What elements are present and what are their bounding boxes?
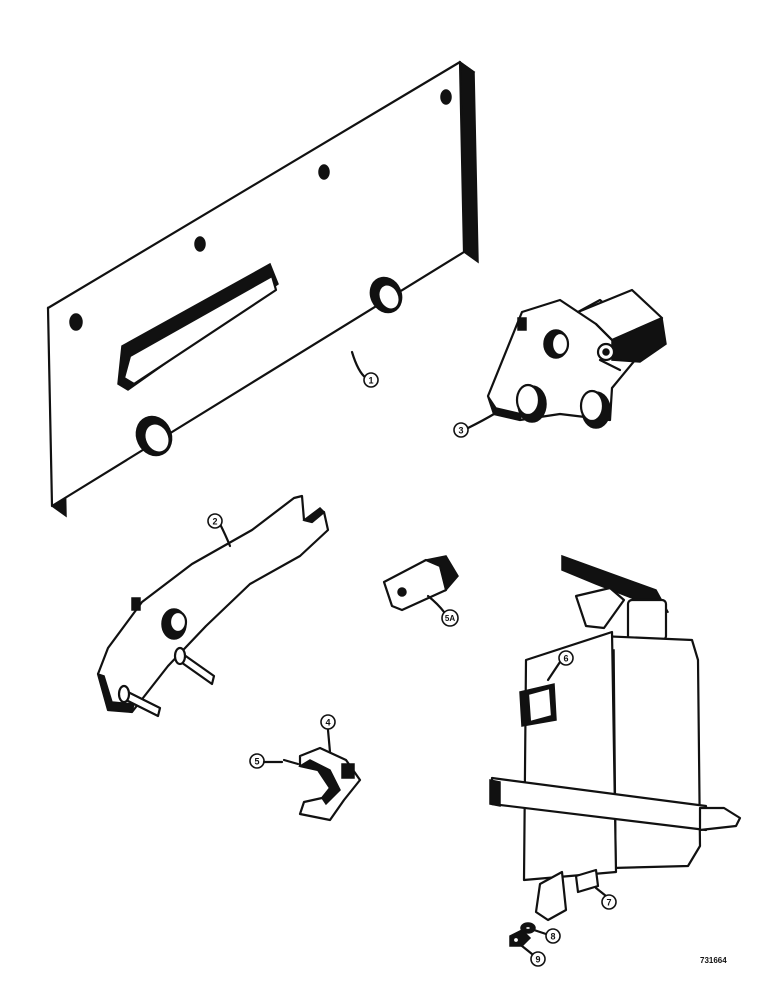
svg-text:9: 9: [535, 955, 540, 965]
fire-extinguisher: [489, 554, 742, 922]
callout-6: 6: [558, 650, 574, 666]
svg-text:6: 6: [563, 654, 568, 664]
pin-part-5a: [382, 555, 459, 612]
callout-1: 1: [363, 372, 379, 388]
mounting-plate: [46, 60, 479, 518]
bracket-assembly: [486, 288, 667, 429]
svg-text:1: 1: [368, 376, 373, 386]
svg-text:5: 5: [254, 757, 259, 767]
hardware-group: [509, 922, 536, 947]
callout-9: 9: [530, 951, 546, 967]
callout-5: 5: [249, 753, 265, 769]
callout-4: 4: [320, 714, 336, 730]
callout-2: 2: [207, 513, 223, 529]
svg-text:5A: 5A: [445, 614, 455, 623]
svg-text:8: 8: [550, 932, 555, 942]
svg-text:3: 3: [458, 426, 463, 436]
callout-5a: 5A: [441, 609, 459, 627]
svg-text:7: 7: [606, 898, 611, 908]
lever-arm: [96, 494, 330, 718]
callout-3: 3: [453, 422, 469, 438]
svg-text:2: 2: [212, 517, 217, 527]
svg-text:4: 4: [325, 718, 330, 728]
clamp-part-4: [298, 746, 362, 822]
callout-7: 7: [601, 894, 617, 910]
callout-8: 8: [545, 928, 561, 944]
drawing-number: 731664: [700, 956, 727, 965]
